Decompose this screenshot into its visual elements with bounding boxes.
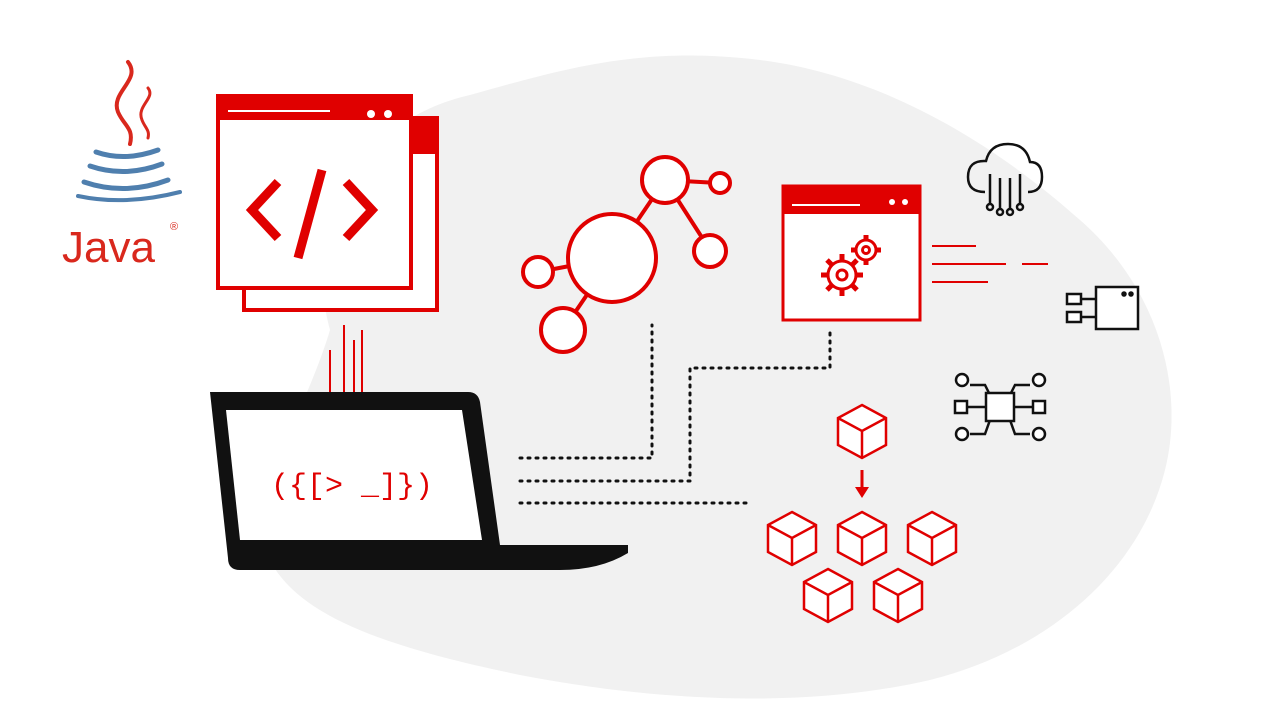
component-box-icon <box>1065 285 1140 331</box>
java-logo-icon: Java ® <box>62 60 182 272</box>
speed-lines <box>932 245 1048 283</box>
cluster-cube <box>766 510 818 567</box>
java-trademark: ® <box>170 221 178 233</box>
cluster-cube <box>836 510 888 567</box>
cluster-cube <box>872 567 924 624</box>
single-cube-icon <box>836 403 888 460</box>
cluster-cube <box>802 567 854 624</box>
code-window-icon <box>216 94 439 312</box>
laptop-terminal-icon: ({[> _]}) <box>210 392 628 570</box>
gear-window-icon <box>781 184 922 322</box>
down-arrow-icon <box>855 470 869 498</box>
dotted-connectors <box>518 323 832 505</box>
microservice-hub-icon <box>953 372 1047 442</box>
java-wordmark: Java <box>62 223 155 272</box>
cloud-upload-icon <box>966 142 1044 217</box>
cluster-cube <box>906 510 958 567</box>
network-nodes-icon <box>521 155 732 354</box>
laptop-screen-text: ({[> _]}) <box>271 470 433 504</box>
cube-cluster-icon <box>766 510 958 624</box>
